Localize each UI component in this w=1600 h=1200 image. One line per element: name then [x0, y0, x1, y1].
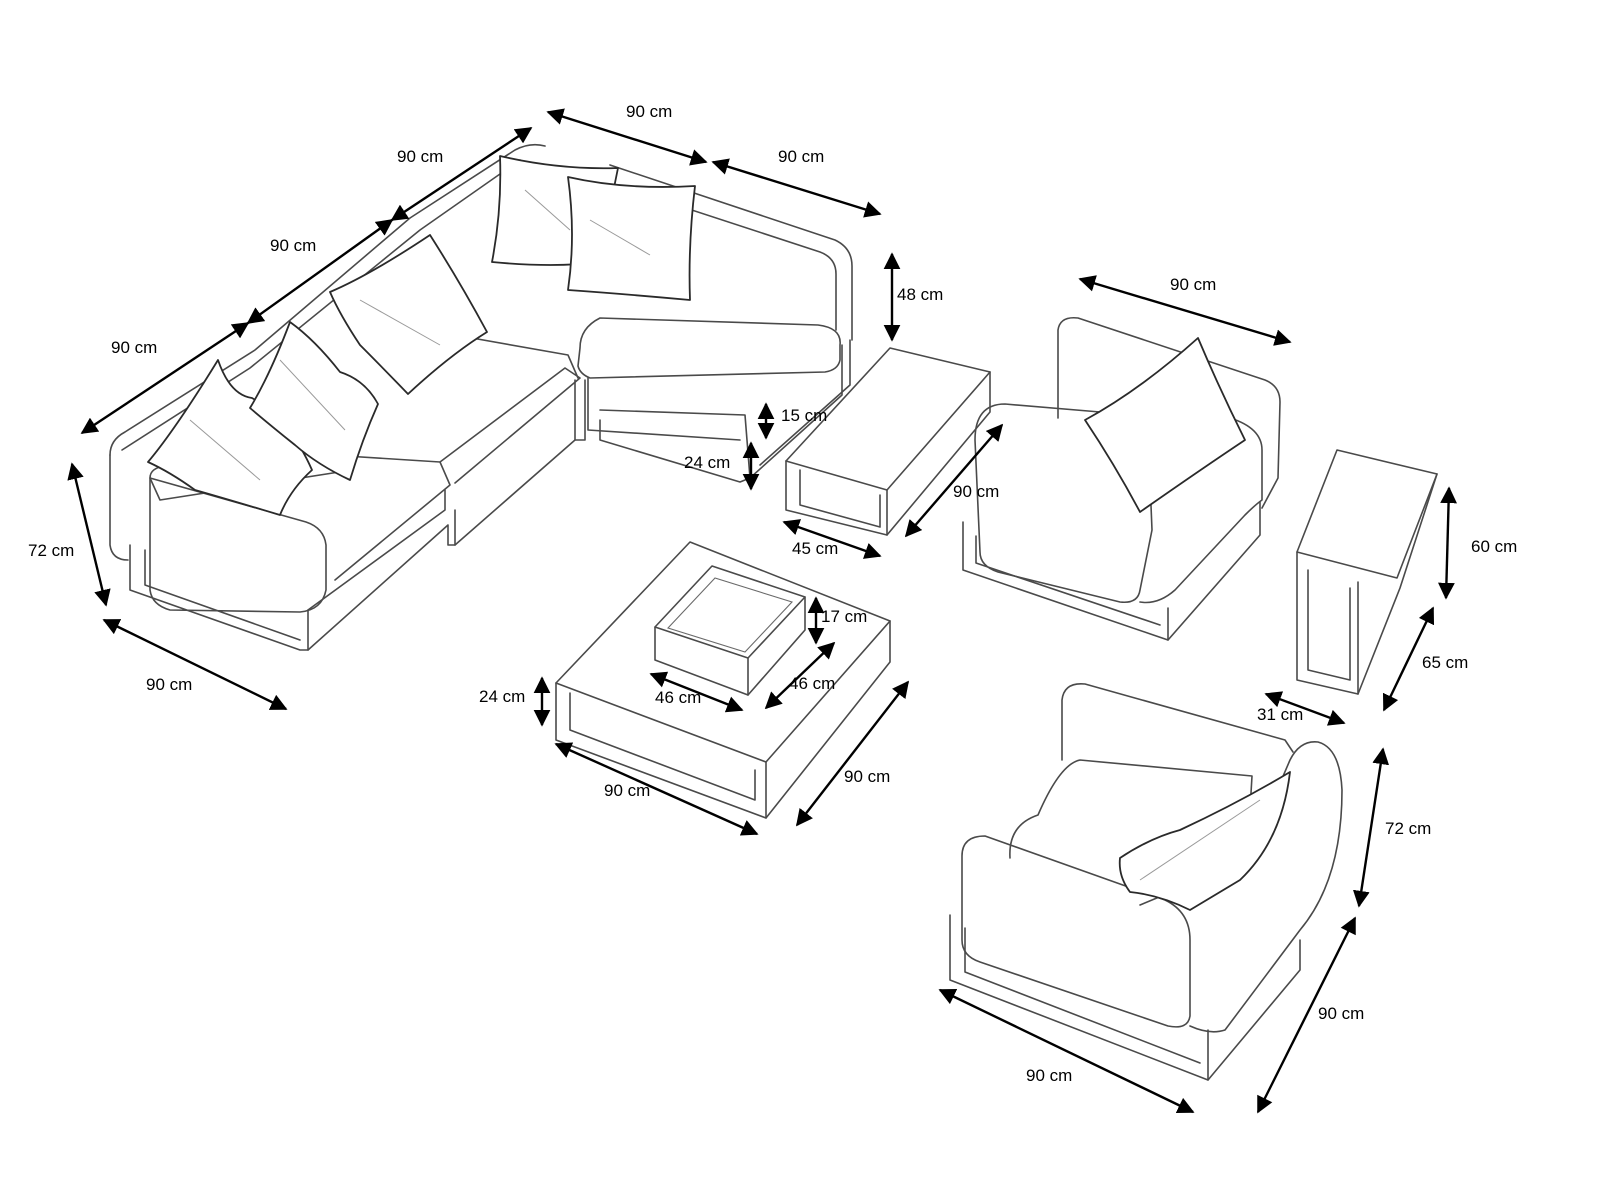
dim-label-end-table-width: 31 cm	[1257, 705, 1303, 724]
sofa-pillows	[147, 155, 696, 516]
dim-label-sectional-left-1: 90 cm	[397, 147, 443, 166]
dimension-labels: 90 cm 90 cm 90 cm 90 cm 90 cm 72 cm 90 c…	[28, 102, 1517, 1085]
dim-label-side-table-width: 45 cm	[792, 539, 838, 558]
dim-label-fire-box-width: 46 cm	[789, 674, 835, 693]
dim-label-sectional-left-2: 90 cm	[270, 236, 316, 255]
dim-label-sectional-top-right: 90 cm	[778, 147, 824, 166]
dim-label-fire-box-depth: 46 cm	[655, 688, 701, 707]
coffee-table	[555, 541, 891, 819]
dim-label-armchair-depth: 90 cm	[1318, 1004, 1364, 1023]
dim-label-seat-base-height: 24 cm	[684, 453, 730, 472]
dim-label-armless-chair-width: 90 cm	[1170, 275, 1216, 294]
dim-label-sectional-top-left: 90 cm	[626, 102, 672, 121]
side-table	[785, 347, 991, 536]
dim-label-fire-box-height: 17 cm	[821, 607, 867, 626]
dim-label-coffee-table-width: 90 cm	[604, 781, 650, 800]
dim-label-armchair-width: 90 cm	[1026, 1066, 1072, 1085]
dim-label-cushion-thickness: 15 cm	[781, 406, 827, 425]
dim-label-side-table-length: 90 cm	[953, 482, 999, 501]
dim-label-coffee-table-height: 24 cm	[479, 687, 525, 706]
dim-label-armchair-height: 72 cm	[1385, 819, 1431, 838]
dimension-arrows	[67, 108, 1457, 1114]
dim-label-coffee-table-depth: 90 cm	[844, 767, 890, 786]
dim-label-sectional-left-3: 90 cm	[111, 338, 157, 357]
dim-label-sectional-height: 72 cm	[28, 541, 74, 560]
dim-label-end-table-height: 60 cm	[1471, 537, 1517, 556]
dim-label-sectional-front-depth: 90 cm	[146, 675, 192, 694]
dim-label-end-table-depth: 65 cm	[1422, 653, 1468, 672]
end-table	[1296, 449, 1438, 695]
fire-box	[654, 565, 806, 696]
dim-label-back-height: 48 cm	[897, 285, 943, 304]
armless-chair	[962, 316, 1281, 641]
armchair	[949, 683, 1343, 1081]
